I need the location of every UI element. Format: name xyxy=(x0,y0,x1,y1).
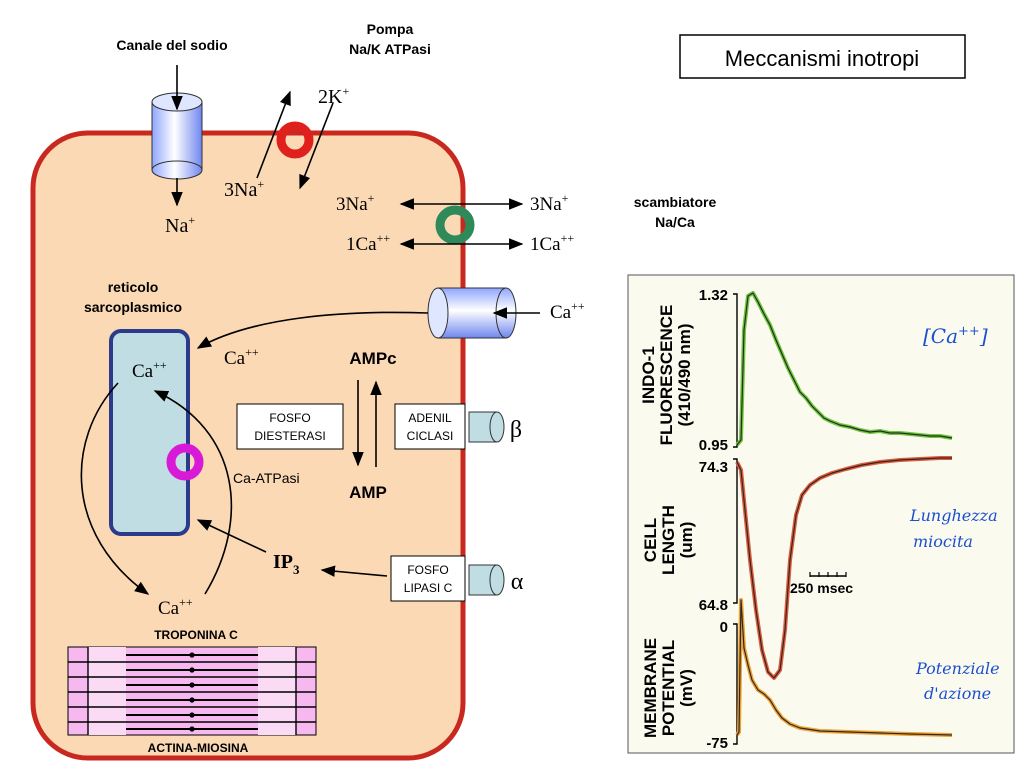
ca-atpase-label: Ca-ATPasi xyxy=(233,470,300,486)
calcium-channel: Ca++ xyxy=(196,287,585,349)
pump-label-line1: Pompa xyxy=(367,21,414,37)
sodium-channel-label: Canale del sodio xyxy=(116,37,227,53)
sr-label-line2: sarcoplasmico xyxy=(84,299,182,315)
beta-receptor: β xyxy=(468,411,522,443)
sr-calcium-label: Ca++ xyxy=(132,358,167,382)
plc-pathway: FOSFO LIPASI C α IP3 xyxy=(196,519,524,602)
note-length-1: Lunghezza xyxy=(909,506,998,525)
length-label-2: LENGTH xyxy=(659,505,678,575)
ac-line1: ADENIL xyxy=(408,411,452,425)
exchanger-na-in: 3Na+ xyxy=(336,191,375,215)
bottom-calcium-label: Ca++ xyxy=(158,595,193,619)
note-ap-1: Potenziale xyxy=(915,659,1000,678)
length-label-1: CELL xyxy=(641,518,660,562)
exchanger-label-line1: scambiatore xyxy=(634,194,717,210)
length-min-tick: 64.8 xyxy=(699,597,728,614)
fluor-label-1: INDO-1 xyxy=(639,346,658,404)
ca-reuptake-arrow xyxy=(153,390,233,595)
note-length-2: miocita xyxy=(913,532,973,551)
exchanger-label-line2: Na/Ca xyxy=(655,214,695,230)
time-scale-bar: 250 msec xyxy=(790,572,853,596)
fluor-max-tick: 1.32 xyxy=(699,287,728,304)
sarcoplasmic-reticulum: reticolo sarcoplasmico Ca++ Ca-ATPasi xyxy=(84,279,300,536)
ca-atpase-ring xyxy=(166,443,204,481)
length-max-tick: 74.3 xyxy=(699,459,728,476)
na-ca-exchanger: 3Na+ 1Ca++ 3Na+ 1Ca++ scambiatore Na/Ca xyxy=(336,191,716,255)
sr-label-line1: reticolo xyxy=(108,279,159,295)
ip3-label: IP3 xyxy=(273,551,300,577)
fluor-label-3: (410/490 nm) xyxy=(675,324,694,427)
mp-max-tick: 0 xyxy=(720,619,728,636)
actomyosin-label: ACTINA-MIOSINA xyxy=(148,741,249,755)
note-ap-2: d'azione xyxy=(924,684,991,703)
mp-label-1: MEMBRANE xyxy=(641,638,660,738)
pump-ring xyxy=(276,121,314,159)
ampc-label: AMPc xyxy=(349,349,396,368)
slide-title: Meccanismi inotropi xyxy=(725,46,919,71)
cell-length-trace-core xyxy=(736,457,952,679)
beta-label: β xyxy=(510,417,522,443)
sodium-channel: Canale del sodio Na+ xyxy=(116,37,227,237)
na-k-pump: Pompa Na/K ATPasi 2K+ 3Na+ xyxy=(224,21,431,201)
troponin-label: TROPONINA C xyxy=(154,628,238,642)
sodium-inside-label: Na+ xyxy=(165,213,195,237)
note-calcium: [Ca++] xyxy=(923,324,988,348)
mp-min-tick: -75 xyxy=(706,735,728,752)
mp-label-3: (mV) xyxy=(677,669,696,707)
fluorescence-trace-noise xyxy=(736,292,953,446)
pump-na-label: 3Na+ xyxy=(224,177,264,201)
exchanger-na-out: 3Na+ xyxy=(530,191,569,215)
calcium-channel-ext-label: Ca++ xyxy=(550,299,585,323)
phosphodiesterase-box: FOSFO DIESTERASI xyxy=(236,403,344,450)
trace-paper xyxy=(627,274,1015,754)
plc-line1: FOSFO xyxy=(407,563,448,577)
alpha-receptor: α xyxy=(468,564,524,596)
pde-line1: FOSFO xyxy=(269,411,310,425)
fluor-axis-label: INDO-1 FLUORESCENCE (410/490 nm) xyxy=(639,305,694,446)
fluor-min-tick: 0.95 xyxy=(699,437,728,454)
pump-label-line2: Na/K ATPasi xyxy=(349,41,431,57)
ac-line2: CICLASI xyxy=(407,429,454,443)
action-potential-trace-core xyxy=(736,599,953,736)
pump-k-label: 2K+ xyxy=(318,84,349,108)
fluor-label-2: FLUORESCENCE xyxy=(657,305,676,446)
mp-label-2: POTENTIAL xyxy=(659,640,678,736)
cytosol-calcium-label: Ca++ xyxy=(224,345,259,369)
length-label-3: (um) xyxy=(677,522,696,559)
plc-line2: LIPASI C xyxy=(404,581,453,595)
phospholipase-c-box: FOSFO LIPASI C xyxy=(390,555,466,602)
amp-label: AMP xyxy=(349,483,387,502)
adenylate-cyclase-box: ADENIL CICLASI xyxy=(394,403,466,450)
sarcomere xyxy=(67,646,317,736)
scale-bar-label: 250 msec xyxy=(790,580,853,596)
pde-line2: DIESTERASI xyxy=(254,429,325,443)
camp-pathway: AMPc AMP FOSFO DIESTERASI ADENIL CICLASI… xyxy=(236,349,522,502)
alpha-label: α xyxy=(511,569,524,595)
ca-release-arrow xyxy=(80,382,150,595)
exchanger-ca-out: 1Ca++ xyxy=(530,231,574,255)
exchanger-ca-in: 1Ca++ xyxy=(346,231,390,255)
title-box: Meccanismi inotropi xyxy=(679,34,966,79)
length-axis-label: CELL LENGTH (um) xyxy=(641,505,696,575)
trace-figure: 1.32 0.95 74.3 64.8 0 -75 INDO-1 FLUORES… xyxy=(627,274,1015,754)
mp-axis-label: MEMBRANE POTENTIAL (mV) xyxy=(641,638,696,738)
